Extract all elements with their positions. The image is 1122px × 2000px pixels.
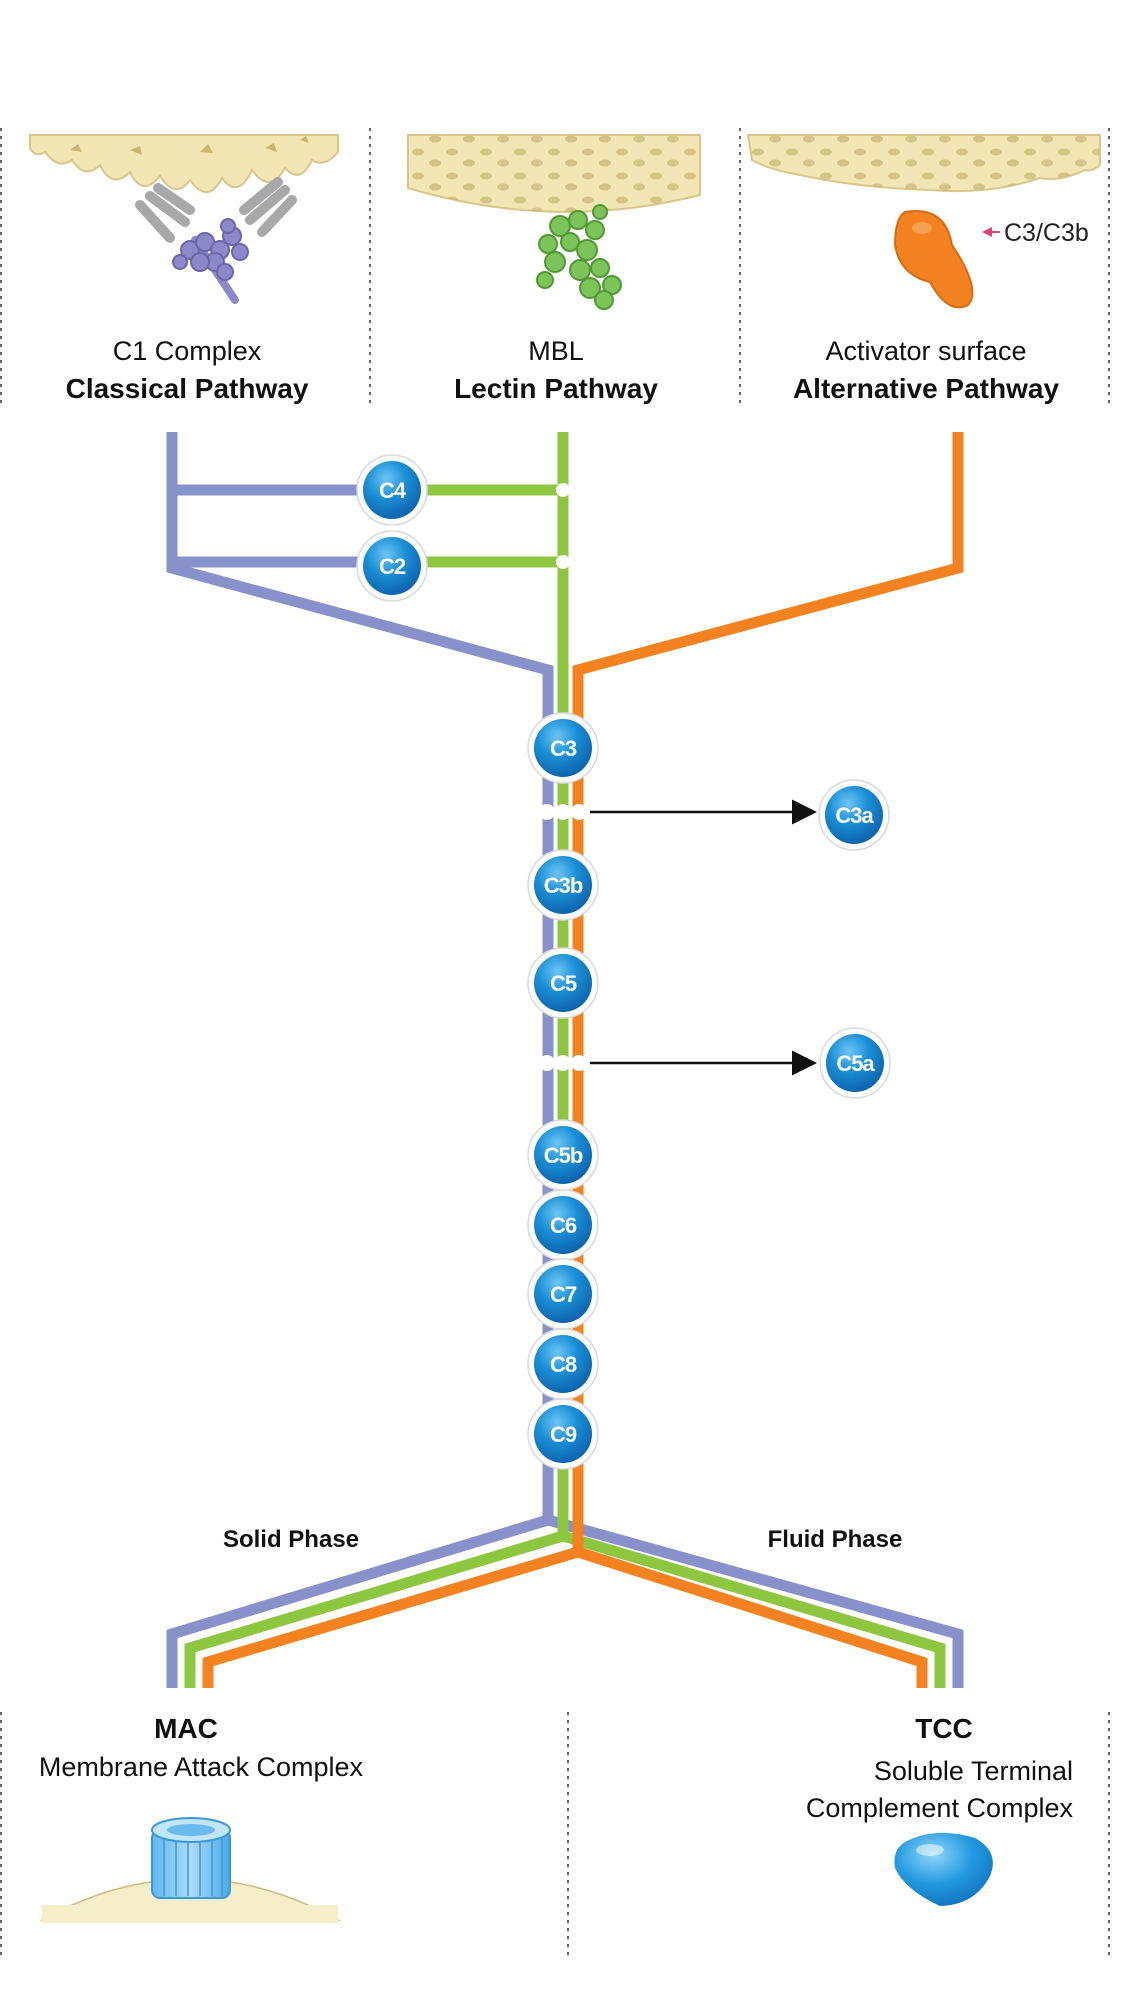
classical-cell-surface	[29, 134, 339, 193]
node-c5a: C5a	[819, 1027, 891, 1099]
mac-pore-icon	[151, 1817, 231, 1899]
node-c5b-label: C5b	[544, 1143, 583, 1168]
node-c7: C7	[527, 1258, 599, 1330]
tcc-complex-icon	[894, 1832, 993, 1906]
c3-c3b-label: C3/C3b	[1004, 219, 1089, 247]
node-c5a-label: C5a	[836, 1051, 875, 1076]
tcc-name-line2: Complement Complex	[806, 1793, 1074, 1823]
activator-cell-surface	[746, 134, 1101, 193]
classical-activator-label: C1 Complex	[113, 336, 262, 366]
node-c4: C4	[356, 454, 428, 526]
junction-dots	[539, 483, 587, 1071]
classical-pathway-title: Classical Pathway	[66, 373, 309, 404]
c3-label-arrow	[982, 227, 1000, 237]
alternative-pathway-title: Alternative Pathway	[793, 373, 1060, 404]
node-c2-label: C2	[379, 554, 406, 579]
node-c3-label: C3	[550, 736, 577, 761]
node-c5b: C5b	[527, 1119, 599, 1191]
node-c3b-label: C3b	[544, 873, 583, 898]
node-c3a-label: C3a	[835, 803, 874, 828]
classical-pathway-line	[166, 432, 964, 1688]
lectin-activator-label: MBL	[528, 336, 584, 366]
node-c3: C3	[527, 712, 599, 784]
node-c9: C9	[527, 1398, 599, 1470]
lectin-cell-surface	[407, 134, 701, 213]
node-c4-label: C4	[379, 478, 407, 503]
tcc-name-line1: Soluble Terminal	[874, 1756, 1073, 1786]
alternative-pathway-line	[202, 432, 964, 1688]
mac-full-name: Membrane Attack Complex	[39, 1752, 364, 1782]
solid-phase-label: Solid Phase	[223, 1526, 359, 1553]
c3b-protein-icon	[893, 210, 974, 309]
node-c3b: C3b	[527, 849, 599, 921]
node-c9-label: C9	[550, 1422, 577, 1447]
node-c7-label: C7	[550, 1282, 577, 1307]
panel-dividers-top	[0, 128, 1110, 408]
tcc-abbreviation: TCC	[915, 1713, 973, 1744]
node-c5-label: C5	[550, 971, 577, 996]
alternative-activator-label: Activator surface	[825, 336, 1026, 366]
mbl-icon	[536, 204, 622, 310]
panel-dividers-bottom	[0, 1712, 1110, 1955]
lectin-pathway-title: Lectin Pathway	[454, 373, 658, 404]
node-c2: C2	[356, 530, 428, 602]
node-c6: C6	[527, 1189, 599, 1261]
c1-complex-antibody-icon	[135, 177, 297, 304]
mac-abbreviation: MAC	[154, 1713, 218, 1744]
node-c3a: C3a	[818, 779, 890, 851]
node-c5: C5	[527, 947, 599, 1019]
tcc-highlight	[916, 1844, 944, 1856]
node-c8-label: C8	[550, 1352, 577, 1377]
fluid-phase-label: Fluid Phase	[768, 1526, 903, 1553]
node-c6-label: C6	[550, 1213, 577, 1238]
node-c8: C8	[527, 1328, 599, 1400]
